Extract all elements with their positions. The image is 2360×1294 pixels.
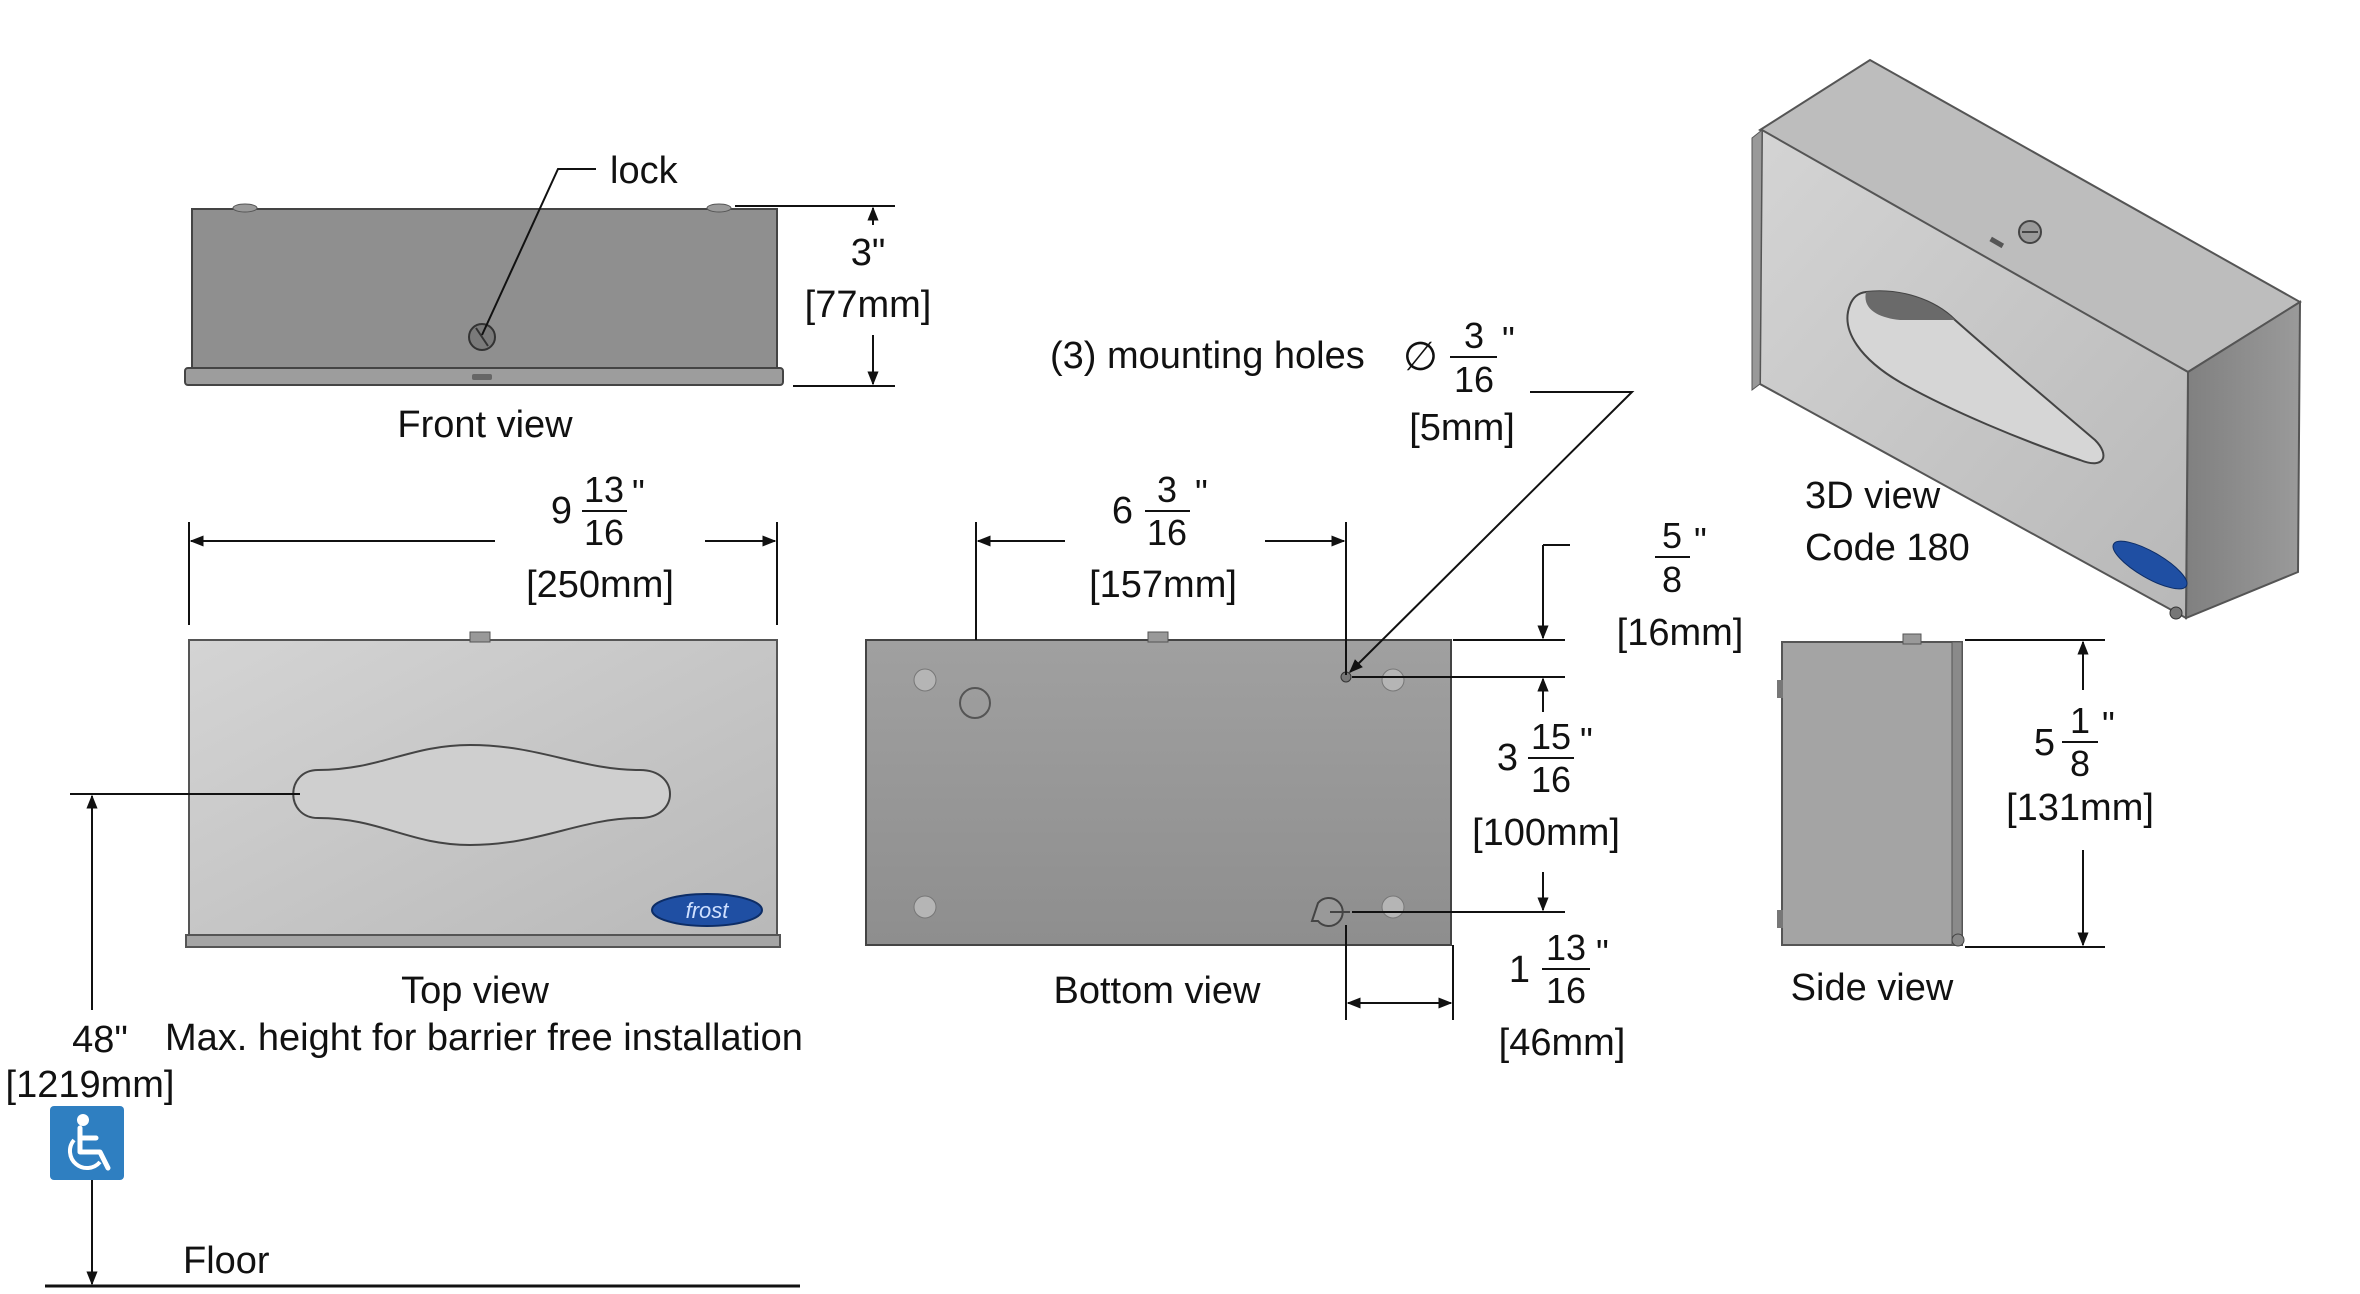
keyhole-offset-den: 16 <box>1546 970 1586 1011</box>
hole-spacing-mm: [157mm] <box>1089 564 1237 606</box>
wheelchair-icon <box>50 1106 124 1180</box>
top-view-label: Top view <box>401 970 549 1012</box>
lock-label: lock <box>610 150 679 192</box>
bottom-body <box>865 639 1452 946</box>
front-hinge-left <box>232 203 258 213</box>
top-lip <box>185 934 781 948</box>
vertical-spacing-num: 15 <box>1531 716 1571 757</box>
top-hole-offset-mm: [16mm] <box>1617 612 1744 654</box>
keyhole-slot <box>1310 897 1344 927</box>
code-label: Code 180 <box>1805 527 1970 569</box>
top-width-num: 13 <box>584 469 624 510</box>
front-hinge-right <box>706 203 732 213</box>
front-height-dim-mm: [77mm] <box>805 284 932 326</box>
top-width-mm: [250mm] <box>526 564 674 606</box>
top-hole-offset-den: 8 <box>1662 559 1682 600</box>
top-width-den: 16 <box>584 512 624 553</box>
3d-frost-logo <box>2112 540 2188 590</box>
mounting-hole-leader <box>1349 391 1635 673</box>
hole-diameter-den: 16 <box>1454 359 1494 400</box>
floor-label: Floor <box>183 1240 270 1282</box>
keyhole-offset-whole: 1 <box>1509 949 1530 991</box>
3d-tissue-opening <box>1846 290 2105 465</box>
side-height-inch: " <box>2102 704 2115 745</box>
side-view: 5 1 8 " [131mm] Side view <box>1777 633 2170 1009</box>
hole-diameter-inch: " <box>1502 319 1515 360</box>
front-view: lock 3" [77mm] Front view <box>184 150 932 446</box>
hole-diameter-mm: [5mm] <box>1409 407 1515 449</box>
top-lock-nub <box>469 631 491 643</box>
barrier-height: 48" <box>72 1019 128 1061</box>
hole-diameter-num: 3 <box>1464 315 1484 356</box>
hole-spacing-den: 16 <box>1147 512 1187 553</box>
front-body <box>191 208 778 385</box>
lock-leader <box>481 168 596 336</box>
view-3d: 3D view Code 180 <box>1751 58 2302 620</box>
side-body <box>1781 641 1963 946</box>
side-height-mm: [131mm] <box>2006 787 2154 829</box>
frost-logo <box>651 893 763 927</box>
view-3d-label: 3D view <box>1805 475 1941 517</box>
top-hole-offset-num: 5 <box>1662 515 1682 556</box>
bottom-bump <box>1381 895 1405 919</box>
diameter-symbol: ∅ <box>1403 335 1438 379</box>
top-width-inch: " <box>632 472 645 513</box>
top-view: frost 9 13 16 " [250mm] Top view <box>185 462 781 1012</box>
keyhole-offset-mm: [46mm] <box>1499 1022 1626 1064</box>
bottom-bump <box>1381 668 1405 692</box>
frost-logo-text: frost <box>686 898 730 923</box>
front-height-dim: 3" <box>851 232 886 274</box>
bottom-view: 6 3 16 " [157mm] (3) mounting holes ∅ 3 … <box>865 315 1744 1064</box>
top-width-whole: 9 <box>551 490 572 532</box>
side-view-label: Side view <box>1791 967 1954 1009</box>
side-height-whole: 5 <box>2034 722 2055 764</box>
tissue-opening <box>292 743 671 847</box>
side-height-den: 8 <box>2070 743 2090 784</box>
vertical-spacing-den: 16 <box>1531 759 1571 800</box>
barrier-height-mm: [1219mm] <box>6 1064 175 1106</box>
barrier-free-section: 48" [1219mm] Max. height for barrier fre… <box>6 793 803 1288</box>
bottom-knockout <box>959 687 991 719</box>
hole-spacing-whole: 6 <box>1112 490 1133 532</box>
barrier-caption: Max. height for barrier free installatio… <box>165 1017 803 1059</box>
bottom-view-label: Bottom view <box>1054 970 1262 1012</box>
top-hole-offset-inch: " <box>1694 520 1707 561</box>
hole-spacing-num: 3 <box>1157 469 1177 510</box>
vertical-spacing-mm: [100mm] <box>1472 812 1620 854</box>
side-height-num: 1 <box>2070 700 2090 741</box>
bottom-bump <box>913 895 937 919</box>
front-view-label: Front view <box>397 404 573 446</box>
front-slot <box>472 374 492 380</box>
vertical-spacing-whole: 3 <box>1497 737 1518 779</box>
keyhole-offset-num: 13 <box>1546 927 1586 968</box>
keyhole-offset-inch: " <box>1596 932 1609 973</box>
vertical-spacing-inch: " <box>1580 720 1593 761</box>
mounting-holes-label: (3) mounting holes <box>1050 335 1365 377</box>
hole-spacing-inch: " <box>1195 472 1208 513</box>
bottom-bump <box>913 668 937 692</box>
